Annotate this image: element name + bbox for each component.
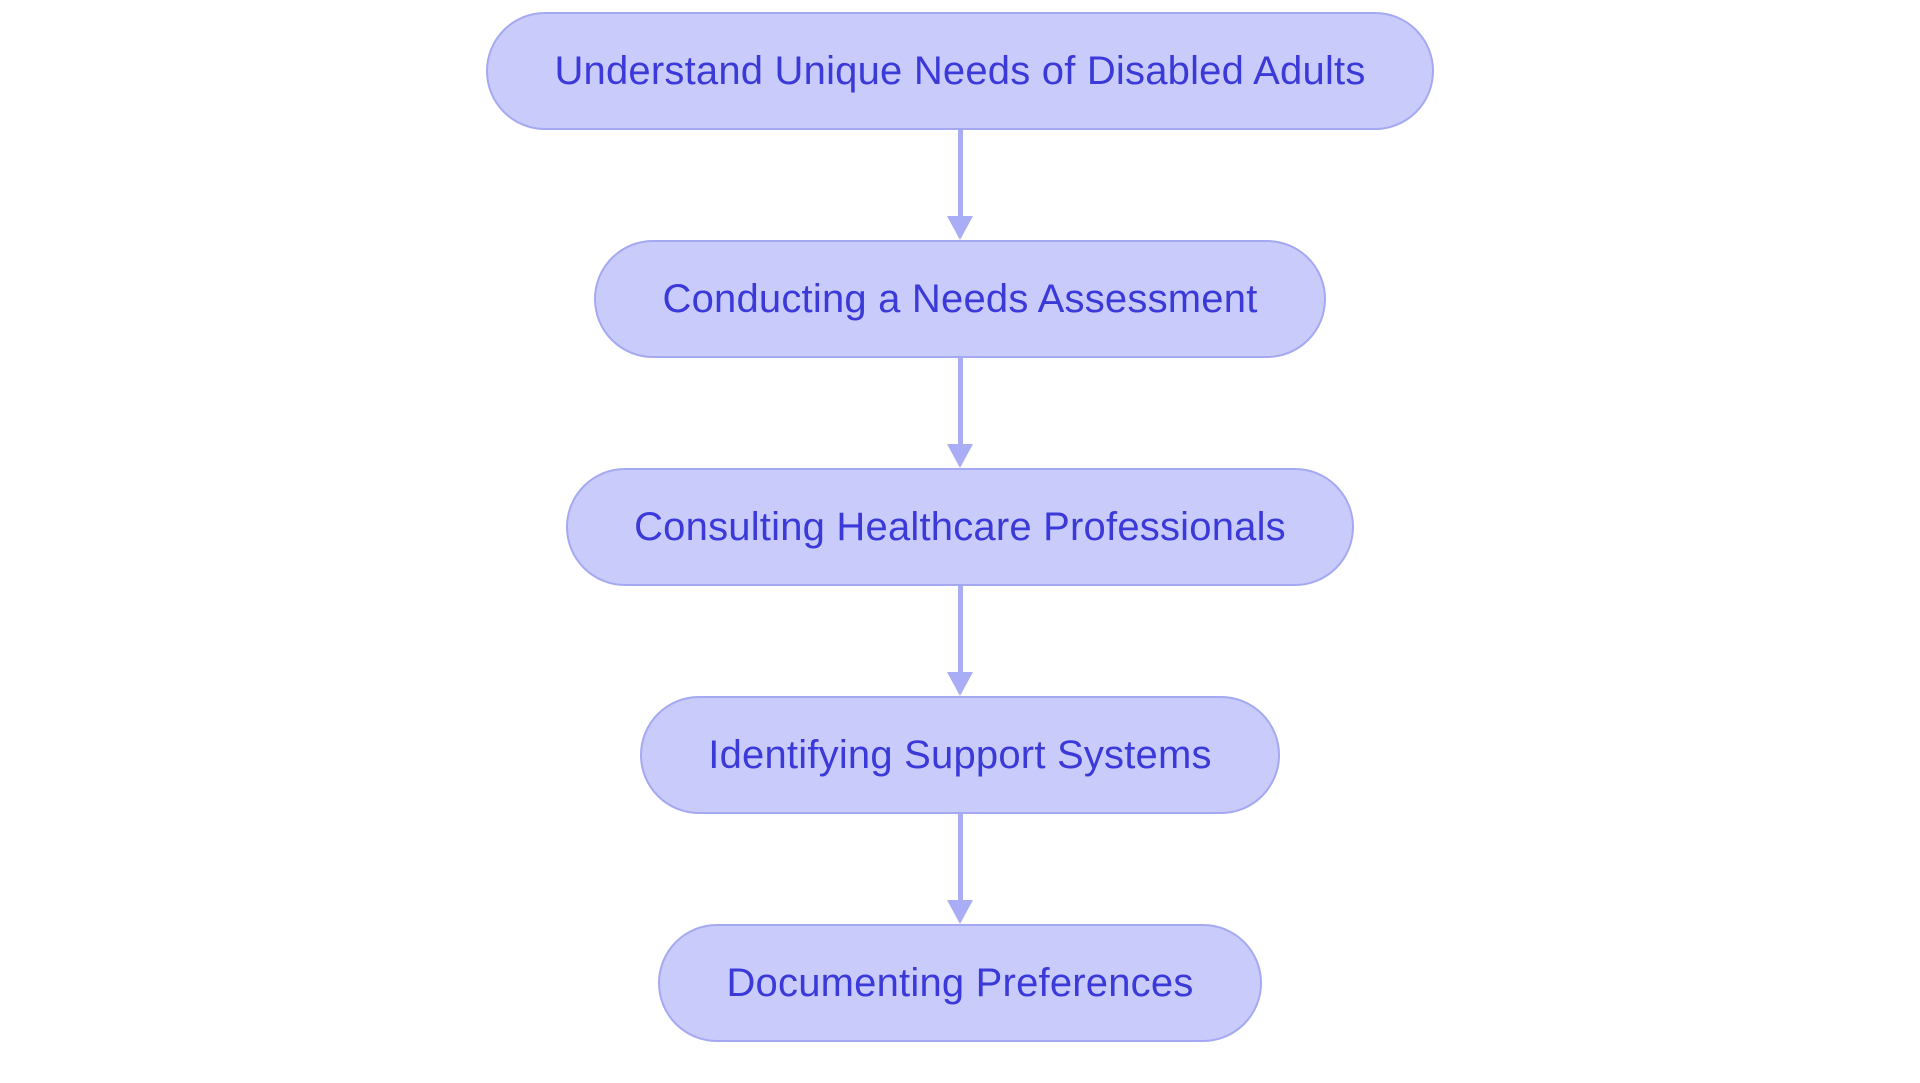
connector-line (957, 586, 963, 672)
flowchart-node-1[interactable]: Understand Unique Needs of Disabled Adul… (486, 12, 1434, 130)
flowchart-connector-4 (947, 814, 973, 924)
flowchart-node-4[interactable]: Identifying Support Systems (640, 696, 1280, 814)
flowchart-node-5[interactable]: Documenting Preferences (658, 924, 1262, 1042)
flowchart-connector-1 (947, 130, 973, 240)
flowchart-connector-3 (947, 586, 973, 696)
arrow-down-icon (947, 444, 973, 468)
flowchart-node-2-label: Conducting a Needs Assessment (662, 277, 1258, 321)
connector-line (957, 358, 963, 444)
flowchart-connector-2 (947, 358, 973, 468)
arrow-down-icon (947, 216, 973, 240)
flowchart-node-1-label: Understand Unique Needs of Disabled Adul… (554, 49, 1366, 93)
arrow-down-icon (947, 900, 973, 924)
flowchart-node-4-label: Identifying Support Systems (708, 733, 1212, 777)
flowchart-node-3-label: Consulting Healthcare Professionals (634, 505, 1286, 549)
flowchart-node-3[interactable]: Consulting Healthcare Professionals (566, 468, 1354, 586)
connector-line (957, 130, 963, 216)
arrow-down-icon (947, 672, 973, 696)
flowchart-node-5-label: Documenting Preferences (726, 961, 1194, 1005)
flowchart-node-2[interactable]: Conducting a Needs Assessment (594, 240, 1326, 358)
connector-line (957, 814, 963, 900)
